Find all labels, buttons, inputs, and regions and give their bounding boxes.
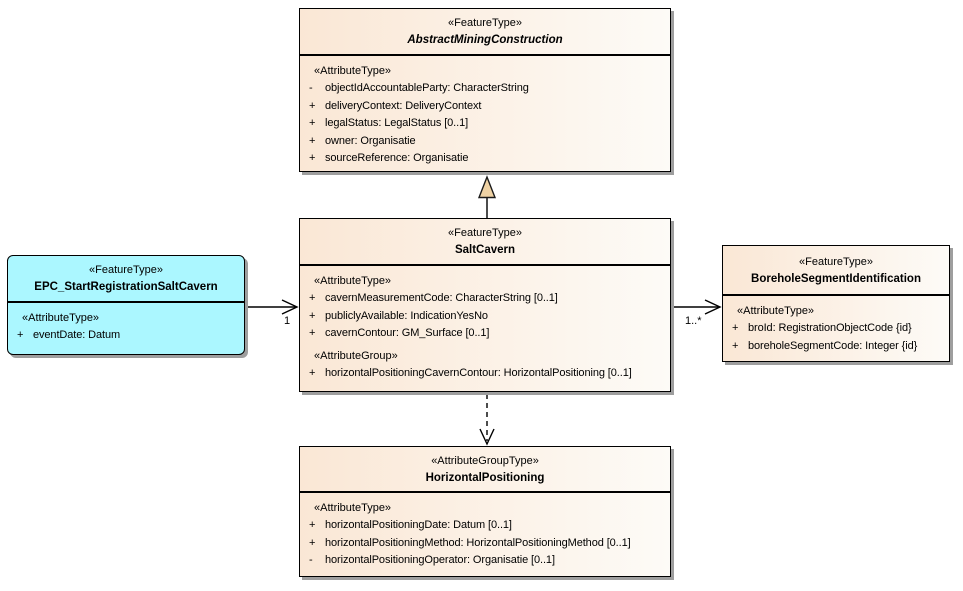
attribute-row: + deliveryContext: DeliveryContext — [300, 98, 670, 116]
association-connector-epc-saltcavern[interactable] — [246, 299, 299, 315]
attribute-text: horizontalPositioningMethod: HorizontalP… — [325, 536, 631, 549]
attribute-row: + boreholeSegmentCode: Integer {id} — [723, 338, 949, 356]
visibility-marker: + — [309, 99, 316, 112]
visibility-marker: + — [309, 366, 316, 379]
attribute-text: legalStatus: LegalStatus [0..1] — [325, 117, 469, 129]
attribute-text: eventDate: Datum — [33, 329, 121, 341]
visibility-marker: + — [732, 339, 739, 352]
attribute-text: objectIdAccountableParty: CharacterStrin… — [325, 82, 529, 94]
visibility-marker: + — [309, 152, 316, 164]
attribute-section-heading: «AttributeType» — [22, 312, 100, 324]
attribute-section-heading: «AttributeType» — [314, 65, 392, 77]
class-attributes-compartment: «AttributeType» + broId: RegistrationObj… — [723, 296, 949, 355]
class-name: AbstractMiningConstruction — [407, 34, 563, 46]
multiplicity-label: 1 — [284, 315, 291, 327]
attribute-row: + horizontalPositioningDate: Datum [0..1… — [300, 517, 670, 535]
attribute-row: + horizontalPositioningCavernContour: Ho… — [300, 365, 670, 383]
attribute-text: sourceReference: Organisatie — [325, 152, 469, 164]
attribute-section-heading: «AttributeType» — [314, 502, 392, 514]
attribute-row: + cavernContour: GM_Surface [0..1] — [300, 325, 670, 343]
association-connector-saltcavern-borehole[interactable] — [674, 299, 722, 315]
visibility-marker: + — [17, 329, 24, 341]
visibility-marker: + — [309, 327, 316, 339]
class-box-horizontal-positioning[interactable]: «AttributeGroupType» HorizontalPositioni… — [299, 446, 671, 577]
dependency-connector[interactable] — [479, 394, 495, 446]
attribute-text: cavernContour: GM_Surface [0..1] — [325, 327, 490, 339]
attribute-text: horizontalPositioningOperator: Organisat… — [325, 554, 555, 566]
visibility-marker: + — [309, 519, 316, 531]
open-arrowhead-icon — [281, 299, 299, 315]
attribute-row: + owner: Organisatie — [300, 133, 670, 151]
attribute-text: deliveryContext: DeliveryContext — [325, 99, 482, 112]
visibility-marker: - — [309, 554, 313, 566]
attribute-row: + horizontalPositioningMethod: Horizonta… — [300, 535, 670, 553]
visibility-marker: + — [309, 536, 316, 549]
open-arrowhead-icon — [479, 428, 495, 446]
class-header: «FeatureType» AbstractMiningConstruction — [300, 9, 670, 56]
class-box-epc-start-registration-salt-cavern[interactable]: «FeatureType» EPC_StartRegistrationSaltC… — [7, 255, 245, 355]
attribute-row: + eventDate: Datum — [8, 327, 244, 345]
attribute-text: horizontalPositioningCavernContour: Hori… — [325, 366, 632, 379]
attribute-row: + broId: RegistrationObjectCode {id} — [723, 320, 949, 338]
multiplicity-label: 1..* — [685, 315, 702, 327]
attribute-section-heading: «AttributeType» — [737, 305, 815, 317]
class-stereotype: «AttributeGroupType» — [431, 455, 539, 467]
attribute-row: - horizontalPositioningOperator: Organis… — [300, 552, 670, 570]
visibility-marker: + — [309, 309, 316, 322]
open-arrowhead-icon — [704, 299, 722, 315]
class-header: «FeatureType» BoreholeSegmentIdentificat… — [723, 246, 949, 296]
attribute-text: horizontalPositioningDate: Datum [0..1] — [325, 519, 512, 531]
class-name: BoreholeSegmentIdentification — [751, 273, 921, 285]
class-header: «FeatureType» SaltCavern — [300, 219, 670, 266]
attribute-row: + legalStatus: LegalStatus [0..1] — [300, 115, 670, 133]
attribute-row: + sourceReference: Organisatie — [300, 150, 670, 168]
attribute-row: + publiclyAvailable: IndicationYesNo — [300, 308, 670, 326]
class-attributes-compartment: «AttributeType» + horizontalPositioningD… — [300, 493, 670, 570]
visibility-marker: + — [309, 117, 316, 129]
class-stereotype: «FeatureType» — [448, 227, 522, 239]
visibility-marker: + — [732, 322, 739, 334]
attribute-text: owner: Organisatie — [325, 134, 416, 147]
class-stereotype: «FeatureType» — [89, 264, 163, 276]
visibility-marker: + — [309, 134, 316, 147]
attribute-text: cavernMeasurementCode: CharacterString [… — [325, 292, 558, 304]
class-header: «AttributeGroupType» HorizontalPositioni… — [300, 447, 670, 493]
generalization-triangle-icon — [477, 175, 497, 199]
class-attributes-compartment: «AttributeType» - objectIdAccountablePar… — [300, 56, 670, 168]
class-box-borehole-segment-identification[interactable]: «FeatureType» BoreholeSegmentIdentificat… — [722, 245, 950, 362]
class-name: SaltCavern — [454, 244, 516, 256]
attribute-section-heading: «AttributeType» — [314, 275, 392, 287]
attribute-row: + cavernMeasurementCode: CharacterString… — [300, 290, 670, 308]
generalization-connector[interactable] — [477, 175, 497, 218]
attribute-text: publiclyAvailable: IndicationYesNo — [325, 309, 488, 322]
attribute-text: boreholeSegmentCode: Integer {id} — [748, 339, 918, 352]
attribute-text: broId: RegistrationObjectCode {id} — [748, 322, 912, 334]
visibility-marker: - — [309, 82, 313, 94]
class-attributes-compartment: «AttributeType» + cavernMeasurementCode:… — [300, 266, 670, 382]
class-box-abstract-mining-construction[interactable]: «FeatureType» AbstractMiningConstruction… — [299, 8, 671, 172]
class-stereotype: «FeatureType» — [448, 17, 522, 29]
class-box-salt-cavern[interactable]: «FeatureType» SaltCavern «AttributeType»… — [299, 218, 671, 392]
attribute-group-heading: «AttributeGroup» — [314, 349, 398, 362]
class-name: EPC_StartRegistrationSaltCavern — [34, 281, 218, 293]
class-header: «FeatureType» EPC_StartRegistrationSaltC… — [8, 256, 244, 303]
attribute-row: - objectIdAccountableParty: CharacterStr… — [300, 80, 670, 98]
class-stereotype: «FeatureType» — [799, 256, 873, 268]
visibility-marker: + — [309, 292, 316, 304]
class-name: HorizontalPositioning — [425, 472, 545, 484]
class-attributes-compartment: «AttributeType» + eventDate: Datum — [8, 303, 244, 345]
